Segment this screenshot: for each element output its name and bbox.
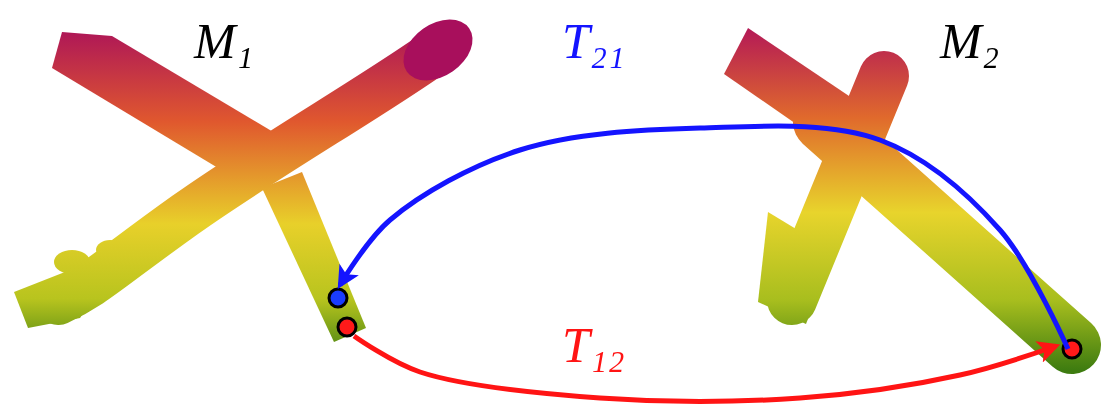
shape-region: M₂ <box>716 6 1102 404</box>
map-label: T₁₂ <box>558 318 629 373</box>
correspondence-arrow <box>340 126 1068 349</box>
red-point <box>338 318 356 336</box>
shape-m1 <box>14 7 484 342</box>
shape-region: M₁ <box>10 6 480 404</box>
shape-m2 <box>724 28 1072 345</box>
shape-name: M₁ <box>190 14 257 69</box>
correspondence-arrow <box>354 336 1056 401</box>
shape-name: M₂ <box>936 14 1003 69</box>
map-label: T₂₁ <box>558 14 629 69</box>
blue-point <box>329 289 347 307</box>
